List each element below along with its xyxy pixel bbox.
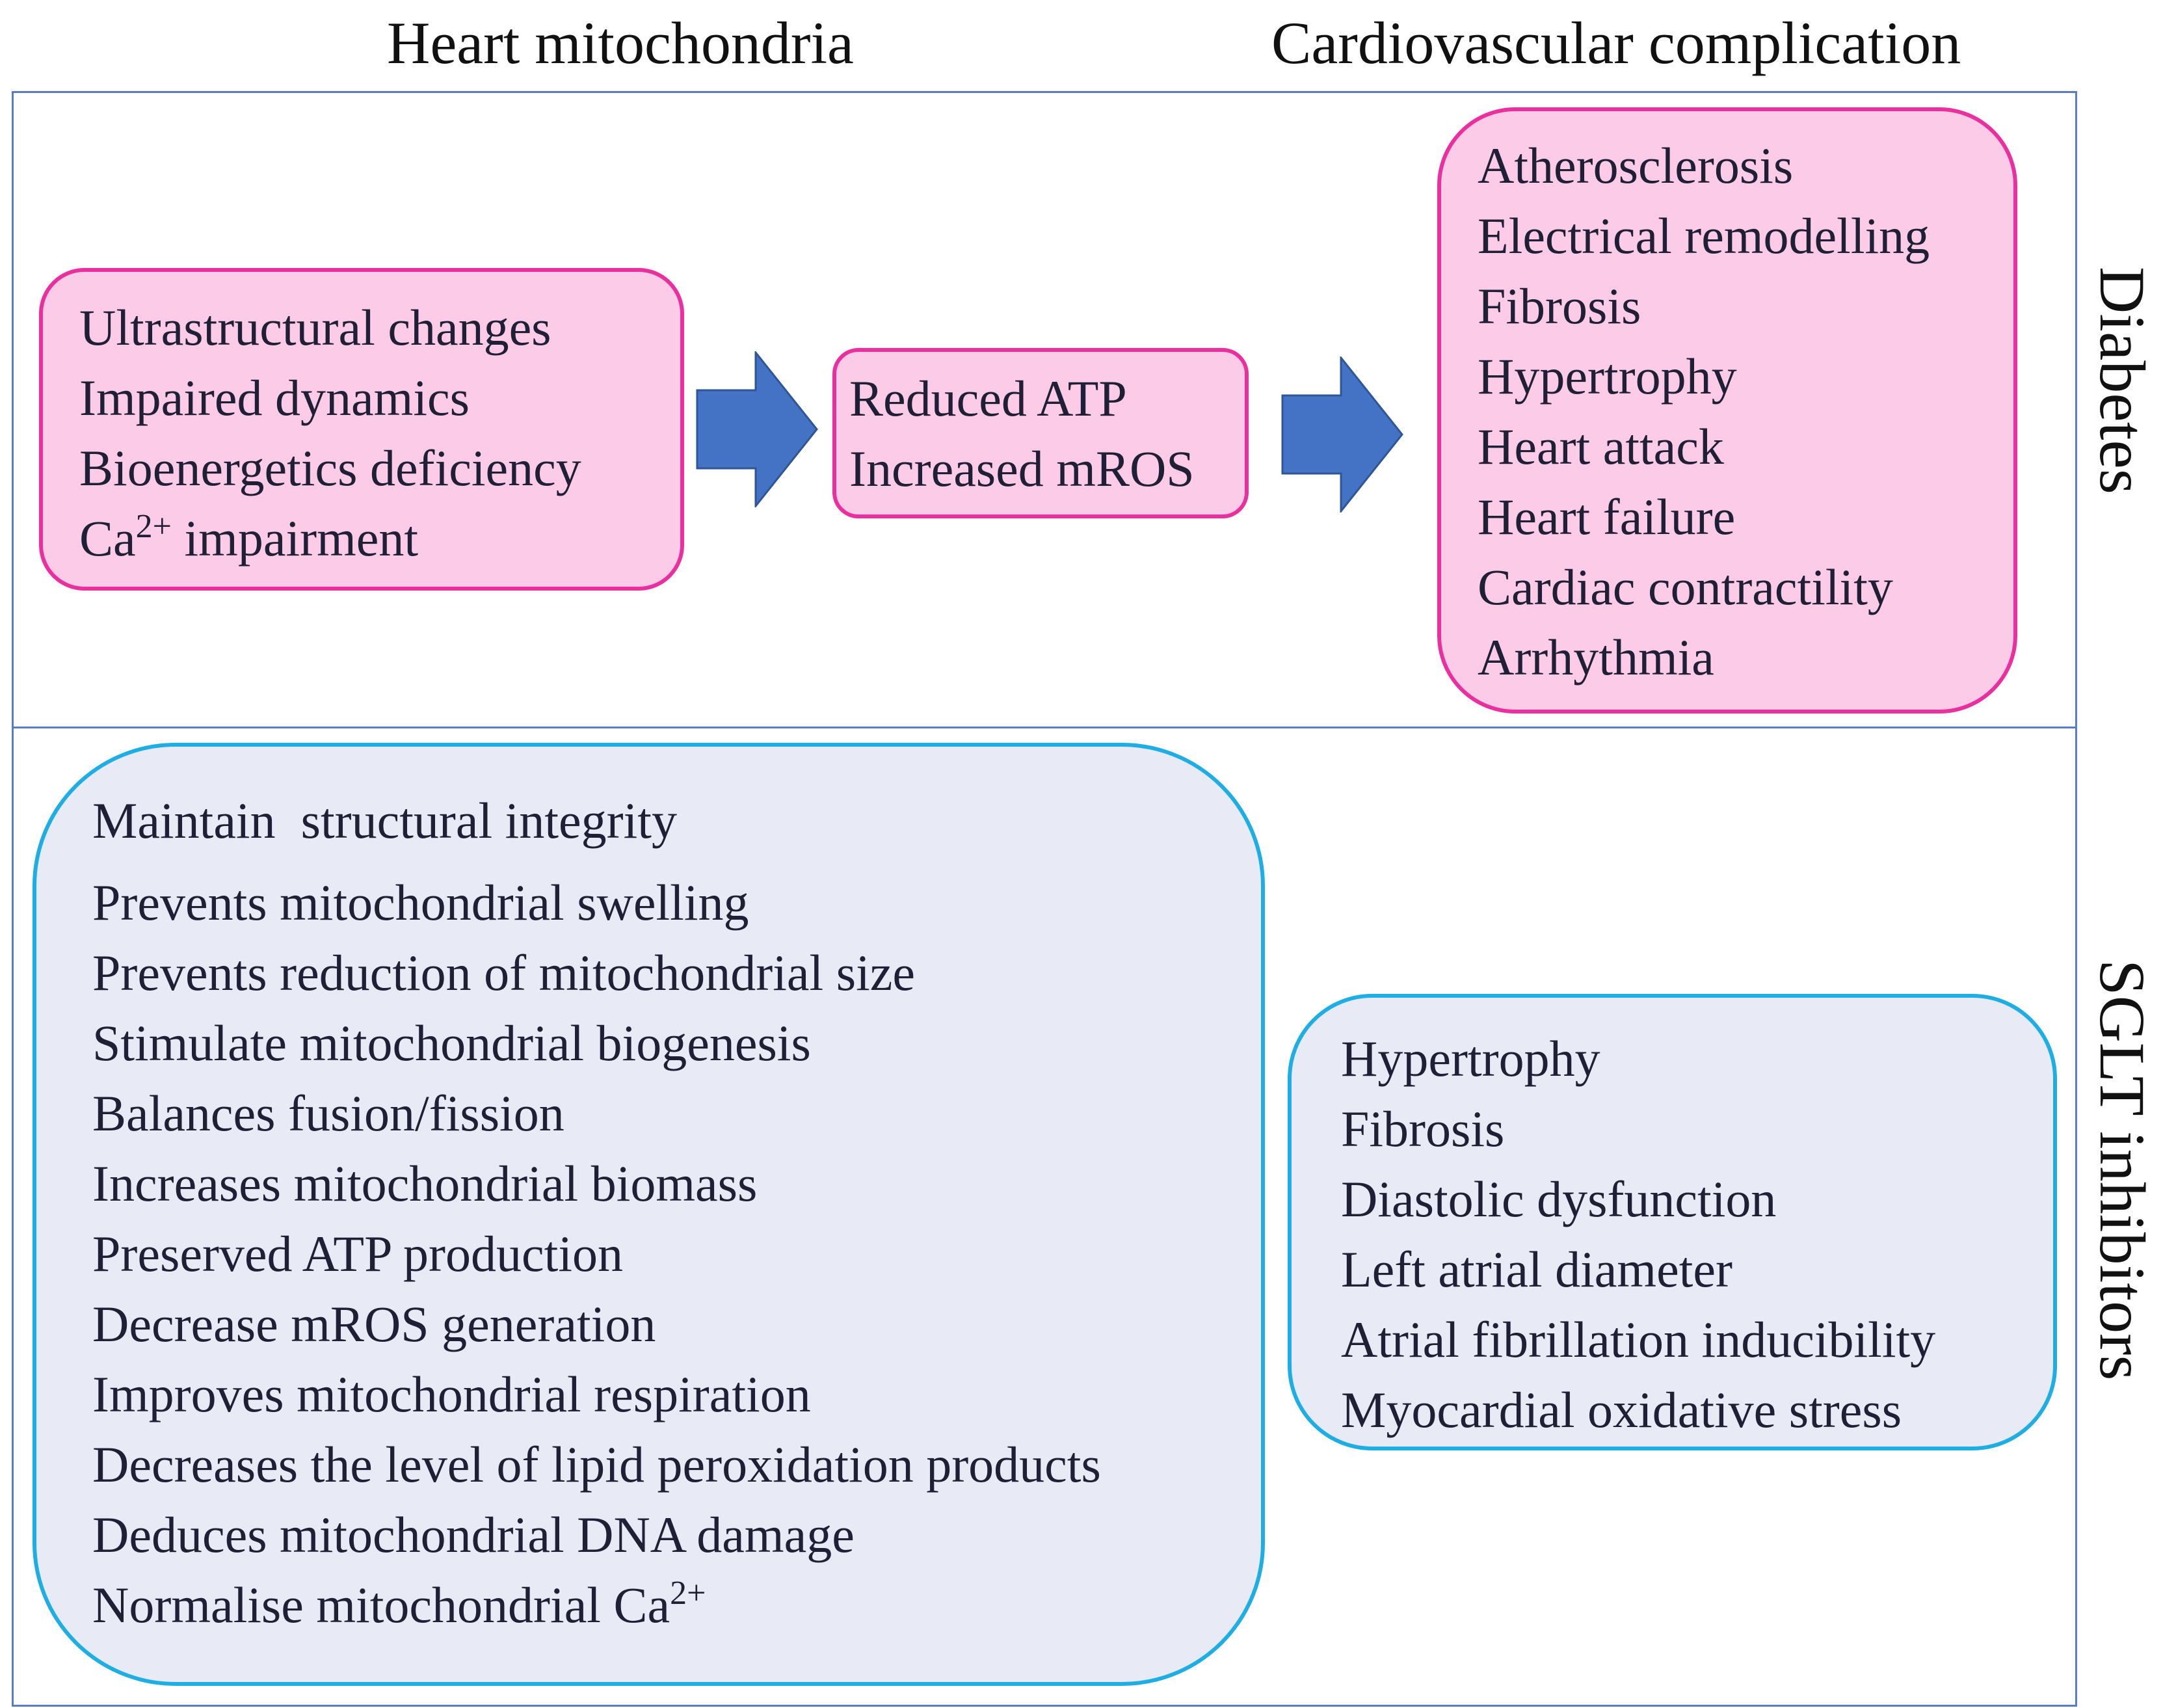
right-arrow-icon bbox=[696, 351, 818, 507]
mitochondrial-changes-box: Ultrastructural changes Impaired dynamic… bbox=[39, 268, 684, 591]
diabetes-label: Diabetes bbox=[2086, 267, 2158, 494]
calcium-suffix: impairment bbox=[171, 510, 419, 567]
header-heart-mitochondria: Heart mitochondria bbox=[387, 10, 854, 76]
calcium-superscript: 2+ bbox=[670, 1575, 706, 1612]
sglt-effect-item: Decreases the level of lipid peroxidatio… bbox=[92, 1436, 1101, 1493]
sglt-outcome-item: Fibrosis bbox=[1341, 1101, 1505, 1157]
reduced-atp-text: Reduced ATP bbox=[849, 370, 1127, 427]
sglt-mitochondrial-effects-box: Maintain structural integrity Prevents m… bbox=[33, 743, 1265, 1686]
sglt-effect-item: Prevents reduction of mitochondrial size bbox=[92, 944, 915, 1001]
sglt-effect-item: Improves mitochondrial respiration bbox=[92, 1366, 811, 1422]
sglt-effect-item: Deduces mitochondrial DNA damage bbox=[92, 1506, 855, 1563]
mito-change-item: Bioenergetics deficiency bbox=[79, 440, 581, 496]
sglt-effect-item: Preserved ATP production bbox=[92, 1225, 623, 1282]
energy-status-box: Reduced ATP Increased mROS bbox=[832, 348, 1249, 518]
sglt-effect-item: Balances fusion/fission bbox=[92, 1085, 564, 1141]
complication-item: Atherosclerosis bbox=[1478, 137, 1794, 194]
mito-change-item: Impaired dynamics bbox=[79, 369, 470, 426]
mito-change-item-calcium: Ca2+ impairment bbox=[79, 503, 680, 574]
header-cardiovascular-complication: Cardiovascular complication bbox=[1271, 10, 1961, 76]
sglt-outcome-item: Atrial fibrillation inducibility bbox=[1341, 1311, 1936, 1368]
sglt-outcome-item: Diastolic dysfunction bbox=[1341, 1171, 1777, 1227]
sglt-outcome-item: Myocardial oxidative stress bbox=[1341, 1381, 1902, 1438]
calcium-normalise-text: Normalise mitochondrial Ca bbox=[92, 1577, 670, 1633]
sglt-cardiovascular-outcomes-box: Hypertrophy Fibrosis Diastolic dysfuncti… bbox=[1288, 994, 2057, 1450]
sglt-effect-item: Increases mitochondrial biomass bbox=[92, 1155, 758, 1212]
complication-item: Fibrosis bbox=[1478, 278, 1641, 334]
complication-item: Cardiac contractility bbox=[1478, 559, 1893, 615]
sglt-effect-item: Stimulate mitochondrial biogenesis bbox=[92, 1015, 811, 1071]
sglt-effect-item-calcium: Normalise mitochondrial Ca2+ bbox=[92, 1570, 1261, 1640]
calcium-prefix: Ca bbox=[79, 510, 136, 567]
sglt-outcome-item: Hypertrophy bbox=[1341, 1030, 1600, 1087]
sglt-inhibitors-label: SGLT inhibitors bbox=[2086, 959, 2158, 1381]
arrow-shape bbox=[696, 351, 818, 507]
calcium-superscript: 2+ bbox=[135, 508, 172, 545]
right-arrow-icon bbox=[1281, 356, 1403, 513]
complication-item: Heart attack bbox=[1478, 418, 1724, 475]
sglt-outcome-item: Left atrial diameter bbox=[1341, 1241, 1732, 1298]
complication-item: Heart failure bbox=[1478, 488, 1736, 545]
sglt-effect-item: Decrease mROS generation bbox=[92, 1296, 656, 1352]
cardiovascular-complications-box: Atherosclerosis Electrical remodelling F… bbox=[1437, 107, 2017, 714]
sglt-effect-item: Maintain structural integrity bbox=[92, 792, 677, 849]
increased-mros-text: Increased mROS bbox=[849, 440, 1195, 497]
arrow-shape bbox=[1281, 356, 1403, 513]
mito-change-item: Ultrastructural changes bbox=[79, 299, 551, 356]
complication-item: Hypertrophy bbox=[1478, 348, 1737, 405]
complication-item: Electrical remodelling bbox=[1478, 207, 1930, 264]
complication-item: Arrhythmia bbox=[1478, 629, 1714, 686]
sglt-effect-item: Prevents mitochondrial swelling bbox=[92, 874, 749, 931]
